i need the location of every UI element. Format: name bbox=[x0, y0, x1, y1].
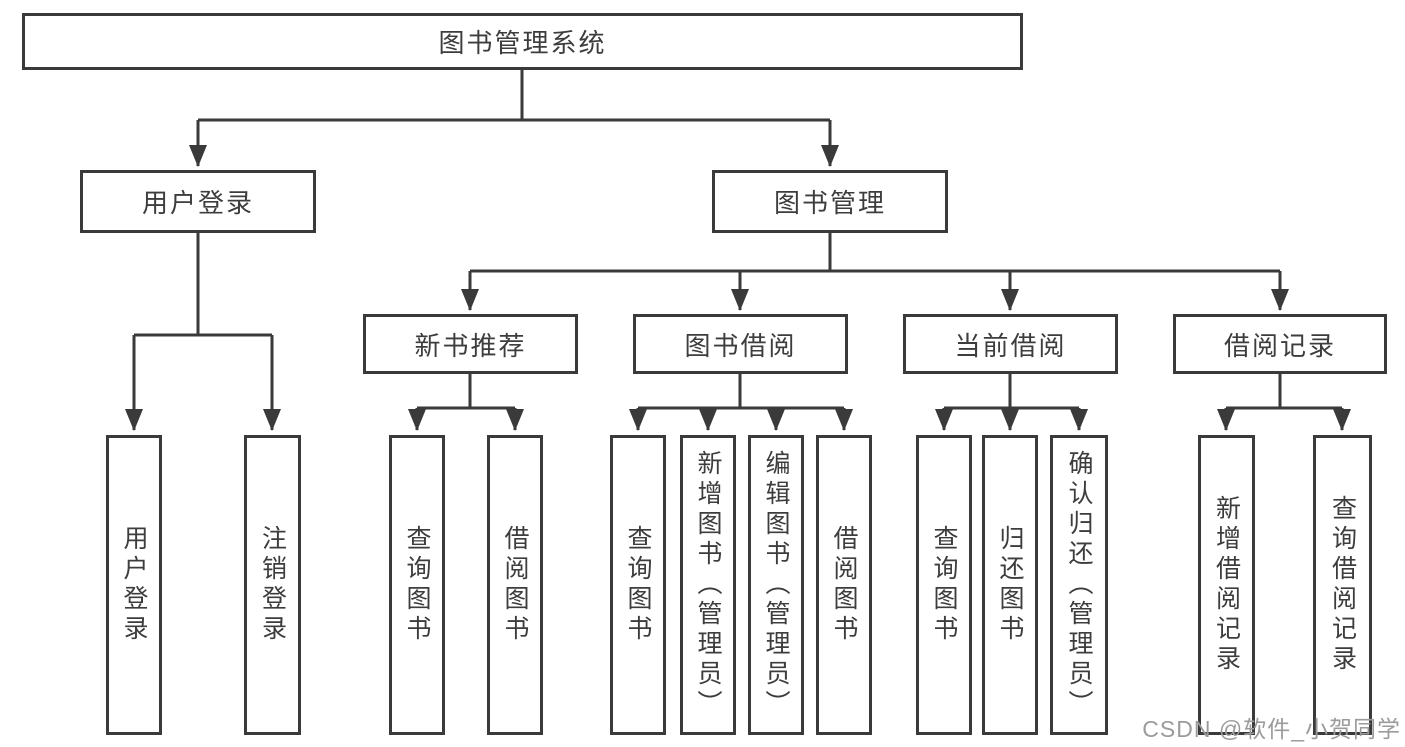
node-label: 图书管理系统 bbox=[438, 28, 607, 58]
node-label: 图书管理 bbox=[773, 188, 886, 218]
node-label: 借阅图书 bbox=[501, 525, 529, 645]
node-leaf-return-books: 归还图书 bbox=[982, 435, 1038, 735]
node-leaf-edit-books-admin: 编辑图书（管理员） bbox=[748, 435, 804, 735]
node-label: 归还图书 bbox=[996, 525, 1024, 645]
node-leaf-query-books-recommend: 查询图书 bbox=[389, 435, 445, 735]
node-book-borrowing: 图书借阅 bbox=[633, 314, 848, 374]
node-leaf-confirm-return-admin: 确认归还（管理员） bbox=[1050, 435, 1108, 735]
node-label: 查询图书 bbox=[403, 525, 431, 645]
node-user-login: 用户登录 bbox=[80, 170, 316, 233]
node-current-borrowing: 当前借阅 bbox=[903, 314, 1118, 374]
node-label: 图书借阅 bbox=[684, 330, 797, 361]
node-label: 新书推荐 bbox=[414, 330, 527, 361]
node-label: 查询图书 bbox=[624, 525, 652, 645]
node-label: 用户登录 bbox=[141, 188, 254, 218]
node-new-book-recommendation: 新书推荐 bbox=[363, 314, 578, 374]
node-leaf-query-books-current: 查询图书 bbox=[916, 435, 972, 735]
node-borrowing-records: 借阅记录 bbox=[1173, 314, 1387, 374]
node-label: 用户登录 bbox=[120, 525, 148, 645]
node-label: 新增借阅记录 bbox=[1212, 495, 1241, 675]
watermark-text: CSDN @软件_小贺同学 bbox=[1142, 716, 1401, 742]
node-label: 借阅记录 bbox=[1223, 330, 1336, 361]
node-leaf-query-books-borrowing: 查询图书 bbox=[610, 435, 666, 735]
node-label: 新增图书（管理员） bbox=[694, 450, 722, 720]
node-leaf-borrow-books-borrowing: 借阅图书 bbox=[816, 435, 872, 735]
node-leaf-add-borrow-record: 新增借阅记录 bbox=[1198, 435, 1255, 735]
node-label: 查询图书 bbox=[930, 525, 958, 645]
node-label: 当前借阅 bbox=[954, 330, 1067, 361]
node-book-management: 图书管理 bbox=[712, 170, 948, 233]
node-label: 编辑图书（管理员） bbox=[762, 450, 790, 720]
node-leaf-borrow-books-recommend: 借阅图书 bbox=[487, 435, 543, 735]
node-label: 注销登录 bbox=[258, 525, 287, 645]
node-leaf-user-login: 用户登录 bbox=[106, 435, 162, 735]
node-label: 借阅图书 bbox=[830, 525, 858, 645]
node-library-management-system: 图书管理系统 bbox=[22, 13, 1023, 70]
node-label: 查询借阅记录 bbox=[1328, 495, 1357, 675]
node-label: 确认归还（管理员） bbox=[1065, 450, 1093, 720]
node-leaf-add-books-admin: 新增图书（管理员） bbox=[680, 435, 736, 735]
node-leaf-logout-login: 注销登录 bbox=[244, 435, 301, 735]
node-leaf-query-borrow-record: 查询借阅记录 bbox=[1313, 435, 1372, 735]
